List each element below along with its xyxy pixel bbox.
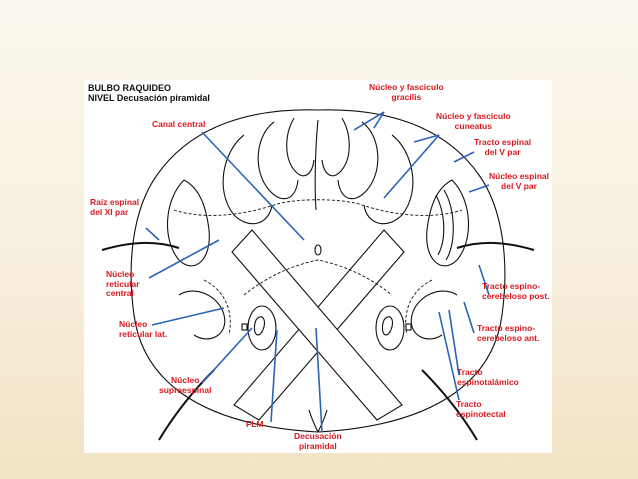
cuneatus-outer-left [222, 134, 273, 225]
title-line-2: NIVEL Decusación piramidal [88, 93, 210, 103]
label-espinocerebeloso-post: Tracto espino- cerebeloso post. [482, 281, 550, 301]
diagram-panel: BULBO RAQUIDEO NIVEL Decusación piramida… [84, 80, 552, 453]
medulla-cross-section [101, 109, 535, 441]
cuneatus-lobe-left [257, 121, 299, 200]
cuneatus-lobe-right [337, 121, 379, 200]
ventral-root-right [421, 369, 478, 441]
label-nucleo-espinal-v: Núcleo espinal del V par [489, 171, 549, 191]
label-reticular-central: Núcleo reticular central [106, 269, 140, 298]
gracilis-outline-left [314, 119, 319, 211]
label-raiz-xi: Raíz espinal del XI par [90, 197, 140, 217]
olive-right [375, 305, 405, 351]
label-canal-central: Canal central [152, 119, 206, 129]
root-xi-left [101, 241, 180, 251]
label-reticular-lat: Núcleo reticular lat. [119, 319, 168, 339]
label-supraespinal: Núcleo supraespinal [159, 375, 212, 395]
leader-lines [145, 111, 490, 433]
gray-matter-boundary [173, 199, 463, 216]
figure-title: BULBO RAQUIDEO NIVEL Decusación piramida… [88, 83, 210, 103]
olive-left [247, 305, 277, 351]
root-xi-right [456, 241, 535, 251]
gracilis-lobe-left [286, 117, 315, 177]
label-cuneatus: Núcleo y fascículo cuneatus [436, 111, 511, 131]
title-line-1: BULBO RAQUIDEO [88, 83, 171, 93]
label-espinotalamico: Tracto espinotalámico [457, 367, 519, 387]
cuneatus-outer-right [363, 134, 414, 225]
spinal-v-right [426, 179, 469, 267]
gracilis-lobe-right [321, 117, 350, 177]
spinal-v-left [167, 179, 210, 267]
label-decusacion: Decusación piramidal [294, 431, 342, 451]
label-flm: FLM [246, 419, 264, 429]
label-espinotectal: Tracto espinotectal [456, 399, 506, 419]
label-gracilis: Núcleo y fascículo gracilis [369, 82, 444, 102]
label-espinocerebeloso-ant: Tracto espino- cerebeloso ant. [477, 323, 540, 343]
label-tracto-espinal-v: Tracto espinal del V par [474, 137, 532, 157]
pyramid-band-b [231, 229, 403, 421]
pyramid-band-a [233, 229, 405, 421]
central-canal [314, 244, 322, 256]
